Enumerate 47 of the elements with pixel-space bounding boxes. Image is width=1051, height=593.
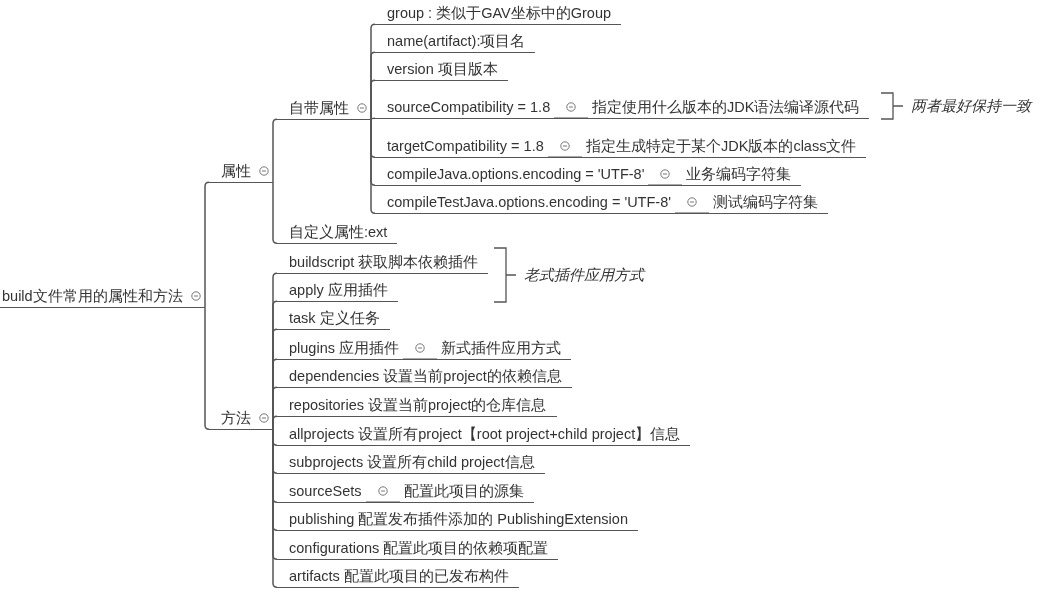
topic: compileJava.options.encoding = 'UTF-8'	[375, 163, 649, 186]
topic: allprojects 设置所有project【root project+child project】信息	[277, 423, 691, 446]
topic: 指定生成特定于某个JDK版本的class文件	[582, 135, 867, 158]
topic: 新式插件应用方式	[437, 337, 571, 360]
topic: sourceCompatibility = 1.8	[375, 96, 555, 119]
connector-line	[272, 118, 278, 183]
connector-line	[674, 212, 710, 214]
connector-line	[370, 79, 376, 120]
topic: 属性	[209, 160, 273, 183]
connector-line	[272, 415, 278, 430]
topic: subprojects 设置所有child project信息	[277, 451, 545, 474]
topic: task 定义任务	[277, 307, 390, 330]
connector-line	[370, 117, 376, 120]
topic: version 项目版本	[375, 58, 508, 81]
topic: group : 类似于GAV坐标中的Group	[375, 2, 622, 25]
topic: repositories 设置当前project的仓库信息	[277, 394, 557, 417]
connector-line	[402, 358, 438, 360]
topic: apply 应用插件	[277, 279, 398, 302]
connector-line	[365, 501, 401, 503]
connector-line	[272, 181, 278, 244]
summary-label: 老式插件应用方式	[524, 265, 644, 285]
connector-line	[204, 306, 210, 430]
connector-line	[547, 156, 583, 158]
topic: plugins 应用插件	[277, 337, 403, 360]
connector-line	[553, 117, 589, 119]
topic: 方法	[209, 407, 273, 430]
connector-line	[272, 428, 278, 588]
topic: publishing 配置发布插件添加的 PublishingExtension	[277, 508, 638, 531]
topic: 测试编码字符集	[709, 191, 828, 214]
topic: 业务编码字符集	[682, 163, 801, 186]
topic: 配置此项目的源集	[400, 480, 534, 503]
topic: dependencies 设置当前project的依赖信息	[277, 365, 572, 388]
summary-label: 两者最好保持一致	[911, 96, 1031, 116]
topic: sourceSets	[277, 480, 366, 503]
topic: targetCompatibility = 1.8	[375, 135, 548, 158]
topic: configurations 配置此项目的依赖项配置	[277, 537, 559, 560]
connector-line	[204, 181, 210, 308]
topic: artifacts 配置此项目的已发布构件	[277, 565, 519, 588]
topic: buildscript 获取脚本依赖插件	[277, 251, 489, 274]
topic: name(artifact):项目名	[375, 30, 536, 53]
connector-line	[370, 118, 376, 214]
topic: build文件常用的属性和方法	[0, 285, 205, 308]
topic: 自带属性	[277, 97, 371, 120]
topic: 指定使用什么版本的JDK语法编译源代码	[588, 96, 870, 119]
connector-line	[647, 184, 683, 186]
topic: compileTestJava.options.encoding = 'UTF-8'	[375, 191, 675, 214]
topic: 自定义属性:ext	[277, 221, 398, 244]
